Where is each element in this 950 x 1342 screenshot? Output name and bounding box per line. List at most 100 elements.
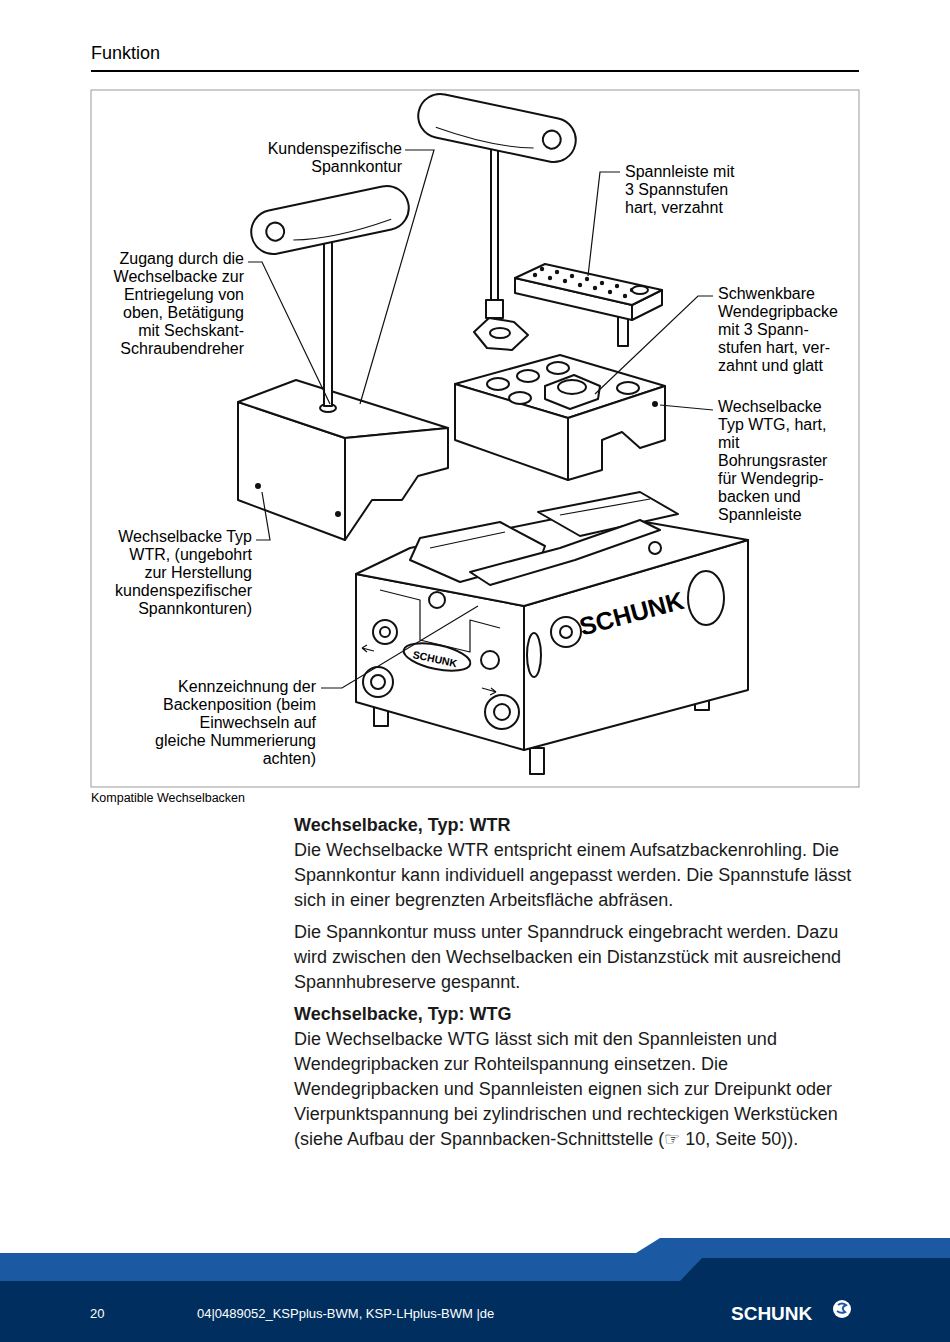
clamping-strip: [533, 273, 537, 277]
vise-illustration: [380, 590, 500, 652]
section-heading: Wechselbacke, Typ: WTG: [294, 1002, 854, 1027]
footer-text: 04|0489052_KSPplus-BWM, KSP-LHplus-BWM |…: [197, 1306, 494, 1321]
wtr-jaw: [336, 512, 340, 516]
clamping-strip: [563, 279, 567, 283]
leader-lines: [248, 262, 330, 404]
figure-frame: [91, 90, 859, 787]
vise-illustration: [560, 626, 572, 638]
vise-illustration: [371, 675, 385, 689]
hex-screwdriver: [247, 182, 413, 258]
clamping-strip: [623, 294, 627, 298]
leader-lines: [595, 296, 713, 394]
leader-lines: [321, 606, 478, 688]
vise-illustration: [429, 592, 445, 608]
vise-illustration: [551, 617, 581, 647]
vise-illustration: [494, 704, 510, 720]
grip-screwdriver: [414, 90, 580, 166]
wtg-jaw: [558, 380, 586, 394]
grip-screwdriver: [490, 328, 510, 338]
clamping-strip: [593, 286, 597, 290]
vise-illustration: [485, 695, 519, 729]
footer-band: [0, 1258, 950, 1342]
callout-label: Kennzeichnung der Backenposition (beim E…: [150, 678, 316, 768]
callout-label: Kundenspezifische Spannkontur: [238, 140, 402, 176]
vise-illustration: [481, 651, 499, 669]
logo-mark: [833, 1300, 851, 1318]
clamping-strip: [540, 267, 544, 271]
wtr-jaw: [345, 428, 448, 540]
clamping-strip: [533, 267, 634, 298]
callout-label: Wechselbacke Typ WTR, (ungebohrt zur Her…: [108, 528, 252, 618]
clamping-strip: [618, 316, 628, 346]
vise-illustration: [527, 633, 541, 677]
vise-illustration: [356, 492, 748, 774]
leader-lines: [256, 492, 270, 540]
header-rule: [91, 70, 859, 72]
hex-screwdriver: [247, 182, 413, 406]
callout-label: Wechselbacke Typ WTG, hart, mit Bohrungs…: [718, 398, 845, 524]
callout-label: Zugang durch die Wechselbacke zur Entrie…: [110, 250, 244, 358]
footer-band: [0, 1238, 950, 1342]
vise-illustration: [470, 520, 660, 585]
grip-screwdriver: [435, 127, 534, 152]
leader-lines: [360, 150, 434, 404]
vise-illustration: [560, 499, 650, 515]
wtg-jaw: [653, 402, 657, 406]
clamping-strip: [600, 281, 604, 285]
vise-illustration: [649, 542, 661, 554]
hex-screwdriver: [293, 219, 392, 244]
wtr-jaw: [238, 380, 448, 540]
vise-illustration: [430, 532, 505, 548]
leader-lines: [248, 150, 713, 688]
vise-illustration: [380, 627, 390, 637]
vise-illustration: [482, 688, 496, 695]
grip-screwdriver: [491, 146, 498, 302]
callout-label: Spannleiste mit 3 Spannstufen hart, verz…: [625, 163, 743, 217]
figure-caption: Kompatible Wechselbacken: [91, 790, 245, 806]
hex-screwdriver: [324, 236, 332, 406]
vise-illustration: [362, 645, 374, 652]
grip-screwdriver: [541, 129, 562, 150]
brand-logo-text: SCHUNK: [731, 1303, 812, 1325]
vise-illustration: [530, 748, 544, 774]
wtg-jaw: [487, 378, 509, 390]
grip-screwdriver: [474, 318, 528, 350]
clamping-strip: [548, 276, 552, 280]
running-header: Funktion: [91, 42, 160, 64]
body-text: Wechselbacke, Typ: WTRDie Wechselbacke W…: [294, 813, 854, 1159]
header-rule: [91, 71, 859, 72]
logo-mark: [833, 1300, 851, 1318]
wtg-jaw: [617, 382, 639, 394]
body-paragraph: Die Wechselbacke WTG lässt sich mit den …: [294, 1027, 854, 1152]
grip-screwdriver: [414, 90, 580, 350]
clamping-strip: [608, 290, 612, 294]
wtg-jaw: [509, 392, 531, 404]
leader-lines: [588, 172, 620, 276]
vise-illustration: [373, 620, 397, 644]
clamping-strip: [515, 264, 662, 346]
footer-band: [0, 1238, 950, 1342]
grip-screwdriver: [414, 90, 580, 166]
clamping-strip: [585, 277, 589, 281]
grip-screwdriver: [486, 300, 503, 318]
wtg-jaw: [545, 375, 600, 409]
figure-frame: [91, 90, 859, 787]
body-paragraph: Die Wechselbacke WTR entspricht einem Au…: [294, 838, 854, 913]
section-heading: Wechselbacke, Typ: WTR: [294, 813, 854, 838]
clamping-strip: [570, 274, 574, 278]
vise-illustration: [401, 638, 473, 676]
footer-text: 20: [90, 1306, 104, 1321]
hex-screwdriver: [265, 221, 286, 242]
leader-lines: [660, 405, 713, 410]
logo-mark: [837, 1304, 846, 1313]
vise-illustration: [363, 667, 393, 697]
body-paragraph: Die Spannkontur muss unter Spanndruck ei…: [294, 920, 854, 995]
vise-illustration: [688, 571, 724, 625]
wtr-jaw: [238, 380, 448, 438]
wtg-jaw: [455, 355, 665, 480]
clamping-strip: [578, 283, 582, 287]
clamping-strip: [555, 270, 559, 274]
wtg-jaw: [547, 362, 569, 374]
footer-band: 20 04|0489052_KSPplus-BWM, KSP-LHplus-BWM…: [0, 1281, 950, 1342]
